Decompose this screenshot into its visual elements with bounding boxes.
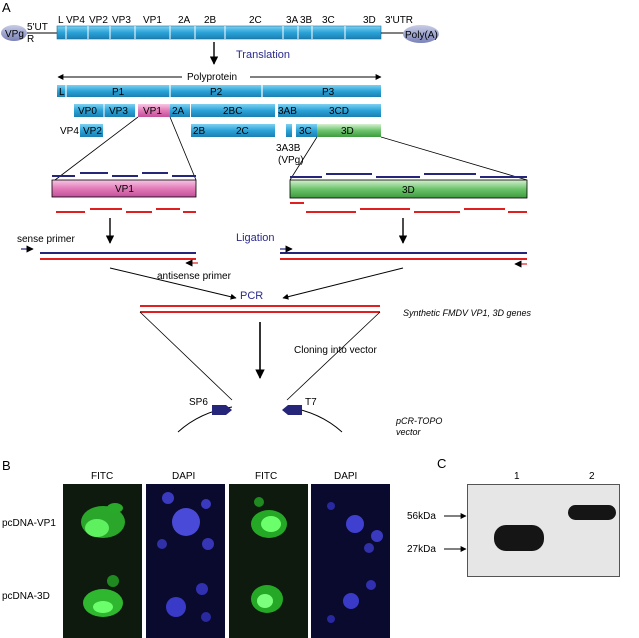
row1-bar <box>57 85 381 97</box>
row3-vp4: VP4 <box>60 126 79 137</box>
vpg-paren: (VPg) <box>278 155 304 166</box>
marker-27-label: 27kDa <box>407 544 436 555</box>
antisense-primer-label: antisense primer <box>157 271 232 282</box>
seg-3d: 3D <box>363 15 376 26</box>
synthetic-label: Synthetic FMDV VP1, 3D genes <box>403 308 532 318</box>
col-header-2: DAPI <box>172 471 195 482</box>
seg-vp1: VP1 <box>143 15 162 26</box>
vpg-3a3b: 3A3B <box>276 143 301 154</box>
seg-3a: 3A <box>286 15 299 26</box>
western-blot <box>467 484 620 577</box>
sp6-promoter-arrow <box>212 405 232 415</box>
translation-label: Translation <box>236 49 290 61</box>
vpg-oval <box>1 25 27 41</box>
row1-p1: P1 <box>112 87 125 98</box>
panel-b-label: B <box>2 458 11 473</box>
seg-vp2: VP2 <box>89 15 108 26</box>
seg-l: L <box>58 15 64 26</box>
row2-3ab: 3AB <box>278 106 297 117</box>
seg-3c: 3C <box>322 15 335 26</box>
row3-3d: 3D <box>341 126 354 137</box>
row3-2c: 2C <box>236 126 249 137</box>
row2-vp0: VP0 <box>78 106 97 117</box>
row1-p3: P3 <box>322 87 335 98</box>
row2-vp1: VP1 <box>143 106 162 117</box>
row3-3c: 3C <box>299 126 312 137</box>
pcr-label: PCR <box>240 290 263 302</box>
row3-vp2: VP2 <box>83 126 102 137</box>
lane-1-label: 1 <box>514 471 520 482</box>
panel-c-label: C <box>437 456 446 471</box>
polya-label: Poly(A) <box>405 30 438 41</box>
vector-label-1: pCR-TOPO <box>395 416 442 426</box>
micrograph-3d-dapi-1 <box>146 559 225 638</box>
sense-primer-label: sense primer <box>17 234 75 245</box>
row-label-3d: pcDNA-3D <box>2 591 50 602</box>
vpg-label: VPg <box>5 29 24 40</box>
col-header-3: FITC <box>255 471 277 482</box>
polya-oval <box>403 25 439 43</box>
ligation-label: Ligation <box>236 232 275 244</box>
band-lane-1 <box>494 525 544 551</box>
micrograph-3d-dapi-2 <box>311 559 390 638</box>
sp6-label: SP6 <box>189 397 208 408</box>
col-header-1: FITC <box>91 471 113 482</box>
row1-p2: P2 <box>210 87 223 98</box>
row2-3cd: 3CD <box>329 106 349 117</box>
vp1-gene-label: VP1 <box>115 184 134 195</box>
lane-2-label: 2 <box>589 471 595 482</box>
row3-2b: 2B <box>193 126 206 137</box>
utr5-label-1: 5'UT <box>27 22 48 33</box>
vp1-gene-box <box>51 179 197 198</box>
seg-2a: 2A <box>178 15 191 26</box>
micrograph-vp1-dapi-1 <box>146 484 225 563</box>
row2-vp3: VP3 <box>109 106 128 117</box>
row3-3d-box <box>317 124 381 137</box>
3d-gene-box <box>289 179 528 199</box>
vector-label-2: vector <box>396 427 422 437</box>
micrograph-3d-fitc-1 <box>63 559 142 638</box>
seg-2b: 2B <box>204 15 217 26</box>
panel-a-label: A <box>2 0 11 15</box>
seg-3b: 3B <box>300 15 313 26</box>
seg-vp3: VP3 <box>112 15 131 26</box>
band-lane-2 <box>568 505 616 520</box>
row2-vp1-box <box>138 104 170 117</box>
row-label-vp1: pcDNA-VP1 <box>2 518 56 529</box>
3d-gene-label: 3D <box>402 185 415 196</box>
col-header-4: DAPI <box>334 471 357 482</box>
micrograph-vp1-dapi-2 <box>311 484 390 563</box>
row2-2a: 2A <box>172 106 185 117</box>
polyprotein-label: Polyprotein <box>187 72 237 83</box>
genome-bar <box>56 25 382 40</box>
row1-l: L <box>59 87 65 98</box>
cloning-label: Cloning into vector <box>294 345 377 356</box>
utr3-label: 3'UTR <box>385 15 413 26</box>
t7-label: T7 <box>305 397 317 408</box>
micrograph-vp1-fitc-2 <box>229 484 308 563</box>
micrograph-vp1-fitc-1 <box>63 484 142 563</box>
t7-promoter-arrow <box>282 405 302 415</box>
marker-56-label: 56kDa <box>407 511 436 522</box>
micrograph-3d-fitc-2 <box>229 559 308 638</box>
seg-vp4: VP4 <box>66 15 85 26</box>
utr5-label-2: R <box>27 34 34 45</box>
seg-2c: 2C <box>249 15 262 26</box>
row2-2bc: 2BC <box>223 106 242 117</box>
